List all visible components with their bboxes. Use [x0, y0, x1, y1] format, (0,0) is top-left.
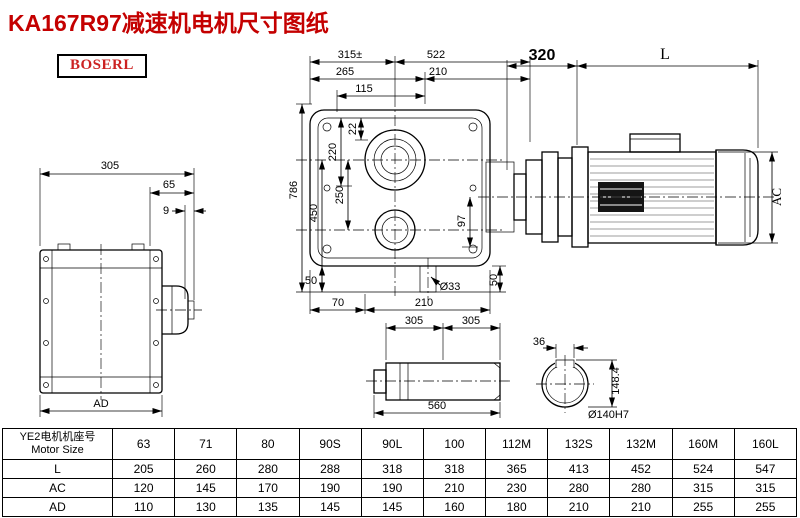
table-cell: 190 — [298, 478, 362, 498]
table-cell: 170 — [236, 478, 300, 498]
row-label: AD — [2, 497, 113, 517]
motor-size-table: YE2电机机座号 Motor Size 63 71 80 90S 90L 100… — [2, 428, 798, 517]
table-cell: 210 — [422, 478, 487, 498]
table-cell: 190 — [360, 478, 424, 498]
table-header-en: Motor Size — [31, 444, 84, 456]
row-label: AC — [2, 478, 113, 498]
dim-motor-320: 320 — [529, 47, 556, 64]
table-cell: 110 — [111, 497, 176, 517]
dim-side-9: 9 — [163, 205, 169, 217]
dim-front-220: 220 — [327, 143, 339, 161]
dim-front-315: 315± — [338, 49, 362, 61]
table-cell: 547 — [733, 459, 798, 479]
dim-shaft-305a: 305 — [405, 315, 423, 327]
table-header-cn: YE2电机机座号 — [19, 431, 96, 443]
table-cell: 120 — [111, 478, 176, 498]
dim-front-22: 22 — [347, 123, 359, 135]
table-cell: 452 — [609, 459, 673, 479]
gearbox-front-view: 315± 522 265 210 115 22 220 250 450 786 — [288, 49, 531, 314]
table-row-AD: AD 110 130 135 145 145 160 180 210 210 2… — [2, 497, 798, 517]
dim-front-265: 265 — [336, 66, 354, 78]
table-cell: 205 — [111, 459, 176, 479]
table-size-col: 90L — [360, 428, 424, 460]
dim-motor-AC: AC — [769, 188, 784, 206]
table-cell: 315 — [671, 478, 735, 498]
table-cell: 160 — [422, 497, 487, 517]
table-cell: 145 — [360, 497, 424, 517]
dim-side-305: 305 — [101, 160, 119, 172]
table-size-col: 71 — [174, 428, 238, 460]
dim-front-115: 115 — [355, 83, 373, 95]
dim-front-450: 450 — [308, 204, 320, 222]
fan-cover — [715, 149, 759, 246]
brand-logo: BOSERL — [57, 54, 147, 78]
table-size-col: 80 — [236, 428, 300, 460]
table-cell: 210 — [609, 497, 673, 517]
dim-bore-148: 148.4 — [610, 367, 622, 395]
dim-front-dia33: Ø33 — [440, 281, 461, 293]
technical-drawing: 305 65 9 AD — [39, 46, 784, 421]
dim-shaft-305b: 305 — [462, 315, 480, 327]
table-size-col: 132S — [547, 428, 611, 460]
output-shaft-view: 305 305 560 — [366, 315, 512, 418]
table-cell: 280 — [236, 459, 300, 479]
table-cell: 180 — [485, 497, 549, 517]
table-cell: 130 — [174, 497, 238, 517]
table-cell: 210 — [547, 497, 611, 517]
dim-bore-dia140: Ø140H7 — [588, 409, 629, 421]
table-size-col: 100 — [422, 428, 487, 460]
dim-front-50-right: 50 — [488, 274, 500, 286]
dim-front-250: 250 — [334, 186, 346, 204]
table-cell: 260 — [174, 459, 238, 479]
table-size-col: 90S — [298, 428, 362, 460]
dim-front-210-bottom: 210 — [415, 297, 433, 309]
table-cell: 365 — [485, 459, 549, 479]
dim-front-522: 522 — [427, 49, 445, 61]
table-row-L: L 205 260 280 288 318 318 365 413 452 52… — [2, 459, 798, 479]
table-size-col: 160L — [733, 428, 798, 460]
table-row-AC: AC 120 145 170 190 190 210 230 280 280 3… — [2, 478, 798, 498]
dim-front-210-top: 210 — [429, 66, 447, 78]
dim-front-97: 97 — [456, 215, 468, 227]
page-title: KA167R97减速机电机尺寸图纸 — [8, 10, 329, 36]
table-cell: 318 — [360, 459, 424, 479]
table-size-col: 63 — [111, 428, 176, 460]
motor-assembly-view: 320 L AC — [478, 46, 784, 248]
table-cell: 288 — [298, 459, 362, 479]
dim-motor-L: L — [660, 46, 670, 63]
dim-front-50-left: 50 — [305, 275, 317, 287]
table-cell: 145 — [298, 497, 362, 517]
dim-side-ad: AD — [93, 398, 108, 410]
table-cell: 135 — [236, 497, 300, 517]
table-cell: 230 — [485, 478, 549, 498]
table-cell: 145 — [174, 478, 238, 498]
dim-side-65: 65 — [163, 179, 175, 191]
table-cell: 255 — [733, 497, 798, 517]
motor-size-table-wrap: YE2电机机座号 Motor Size 63 71 80 90S 90L 100… — [2, 428, 798, 517]
row-label: L — [2, 459, 113, 479]
bore-keyway-view: 36 148.4 Ø140H7 — [533, 336, 629, 421]
table-size-col: 112M — [485, 428, 549, 460]
table-cell: 413 — [547, 459, 611, 479]
dim-shaft-560: 560 — [428, 400, 446, 412]
dim-front-70: 70 — [332, 297, 344, 309]
dim-front-786: 786 — [288, 181, 300, 199]
table-cell: 524 — [671, 459, 735, 479]
table-cell: 255 — [671, 497, 735, 517]
table-size-col: 160M — [671, 428, 735, 460]
gearbox-side-view: 305 65 9 AD — [39, 160, 206, 417]
table-cell: 280 — [609, 478, 673, 498]
table-header-label: YE2电机机座号 Motor Size — [2, 428, 113, 460]
terminal-box — [629, 133, 681, 153]
table-cell: 318 — [422, 459, 487, 479]
table-cell: 315 — [733, 478, 798, 498]
table-size-col: 132M — [609, 428, 673, 460]
dim-bore-36: 36 — [533, 336, 545, 348]
table-cell: 280 — [547, 478, 611, 498]
